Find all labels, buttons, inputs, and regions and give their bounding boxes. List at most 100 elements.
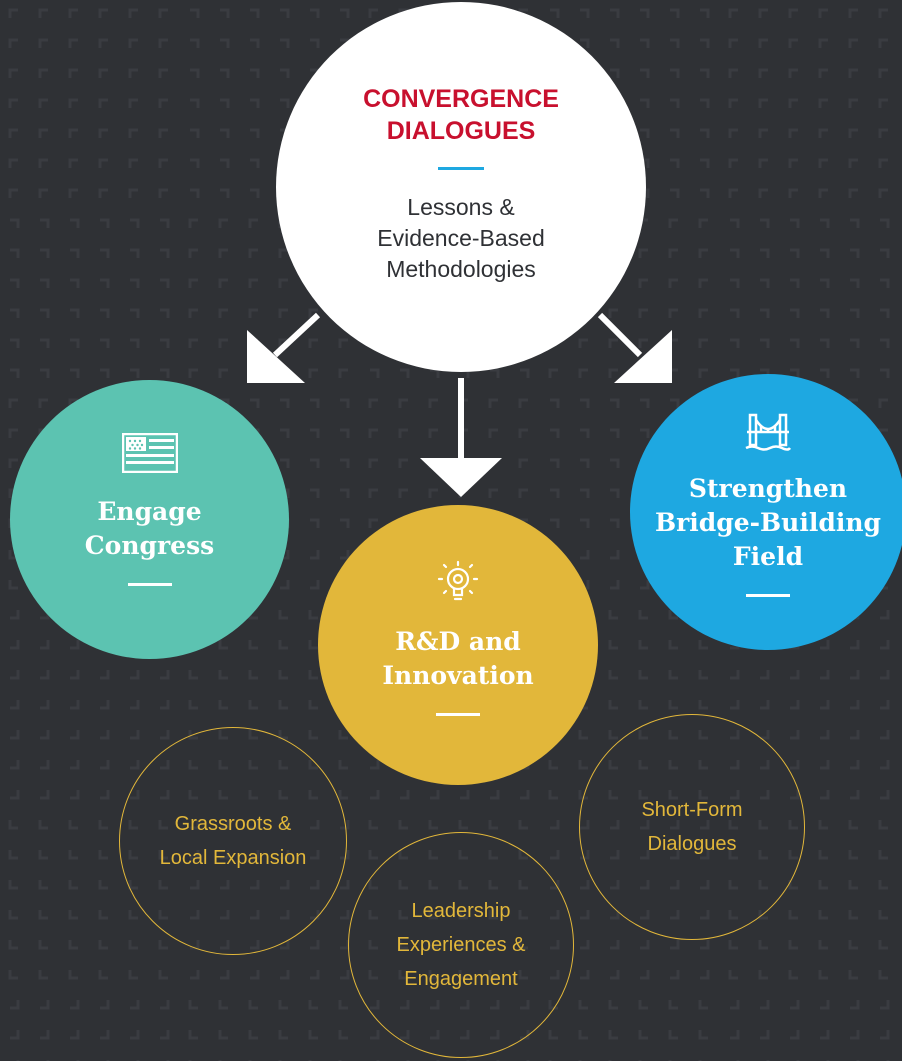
pattern-chevron <box>340 8 350 18</box>
pattern-chevron <box>8 428 18 438</box>
pattern-chevron <box>160 730 170 740</box>
pattern-chevron <box>640 398 650 408</box>
pattern-chevron <box>190 68 200 78</box>
pattern-chevron <box>188 1030 198 1040</box>
pattern-chevron <box>880 760 890 770</box>
pattern-chevron <box>670 940 680 950</box>
pattern-chevron <box>818 188 828 198</box>
pattern-chevron <box>788 940 798 950</box>
pattern-chevron <box>128 188 138 198</box>
pattern-chevron <box>880 1000 890 1010</box>
pattern-chevron <box>698 368 708 378</box>
pattern-chevron <box>70 368 80 378</box>
pattern-chevron <box>8 820 18 830</box>
pattern-chevron <box>548 760 558 770</box>
pattern-chevron <box>8 128 18 138</box>
grassroots-circle: Grassroots & Local Expansion <box>119 727 347 955</box>
pattern-chevron <box>188 218 198 228</box>
pattern-chevron <box>878 38 888 48</box>
pattern-chevron <box>188 670 198 680</box>
pattern-chevron <box>790 700 800 710</box>
pattern-chevron <box>70 760 80 770</box>
pattern-chevron <box>308 730 318 740</box>
pattern-chevron <box>130 308 140 318</box>
pattern-chevron <box>308 670 318 680</box>
pattern-chevron <box>8 8 18 18</box>
pattern-chevron <box>818 128 828 138</box>
pattern-chevron <box>878 158 888 168</box>
pattern-chevron <box>98 940 108 950</box>
pattern-chevron <box>820 730 830 740</box>
pattern-chevron <box>218 278 228 288</box>
pattern-chevron <box>758 38 768 48</box>
pattern-chevron <box>310 488 320 498</box>
pattern-chevron <box>370 368 380 378</box>
pattern-chevron <box>40 248 50 258</box>
pattern-chevron <box>70 730 80 740</box>
pattern-chevron <box>700 38 710 48</box>
pattern-chevron <box>670 158 680 168</box>
pattern-chevron <box>818 98 828 108</box>
pattern-chevron <box>698 278 708 288</box>
pattern-chevron <box>758 68 768 78</box>
flag-icon <box>121 433 178 473</box>
pattern-chevron <box>638 700 648 710</box>
pattern-chevron <box>38 940 48 950</box>
pattern-chevron <box>70 670 80 680</box>
pattern-chevron <box>878 910 888 920</box>
pattern-chevron <box>640 98 650 108</box>
pattern-chevron <box>580 550 590 560</box>
pattern-chevron <box>788 910 798 920</box>
pattern-chevron <box>160 1000 170 1010</box>
pattern-chevron <box>610 970 620 980</box>
pattern-chevron <box>250 398 260 408</box>
pattern-chevron <box>788 68 798 78</box>
pattern-chevron <box>128 68 138 78</box>
pattern-chevron <box>218 1030 228 1040</box>
pattern-chevron <box>278 670 288 680</box>
pattern-chevron <box>878 128 888 138</box>
pattern-chevron <box>550 458 560 468</box>
pattern-chevron <box>878 970 888 980</box>
center-divider <box>438 167 484 170</box>
pattern-chevron <box>68 880 78 890</box>
pattern-chevron <box>130 218 140 228</box>
pattern-chevron <box>158 38 168 48</box>
pattern-chevron <box>338 760 348 770</box>
pattern-chevron <box>878 940 888 950</box>
pattern-chevron <box>190 158 200 168</box>
pattern-chevron <box>188 338 198 348</box>
arrow-down <box>420 378 502 497</box>
pattern-chevron <box>10 760 20 770</box>
pattern-chevron <box>8 970 18 980</box>
pattern-chevron <box>398 428 408 438</box>
pattern-chevron <box>520 790 530 800</box>
pattern-chevron <box>368 8 378 18</box>
pattern-chevron <box>70 308 80 318</box>
pattern-chevron <box>340 910 350 920</box>
pattern-chevron <box>640 38 650 48</box>
pattern-chevron <box>250 98 260 108</box>
grassroots-line1: Grassroots & <box>174 813 292 835</box>
pattern-chevron <box>700 940 710 950</box>
pattern-chevron <box>548 790 558 800</box>
pattern-chevron <box>340 518 350 528</box>
pattern-chevron <box>340 428 350 438</box>
pattern-chevron <box>98 880 108 890</box>
pattern-chevron <box>728 158 738 168</box>
pattern-chevron <box>670 128 680 138</box>
pattern-chevron <box>758 940 768 950</box>
pattern-chevron <box>398 398 408 408</box>
pattern-chevron <box>668 640 678 650</box>
pattern-chevron <box>98 910 108 920</box>
pattern-chevron <box>278 338 288 348</box>
bridge-line2: Bridge-Building <box>655 507 881 537</box>
pattern-chevron <box>158 188 168 198</box>
pattern-chevron <box>70 218 80 228</box>
pattern-chevron <box>220 38 230 48</box>
pattern-chevron <box>788 970 798 980</box>
pattern-chevron <box>278 610 288 620</box>
pattern-chevron <box>790 248 800 258</box>
pattern-chevron <box>728 128 738 138</box>
pattern-chevron <box>38 38 48 48</box>
